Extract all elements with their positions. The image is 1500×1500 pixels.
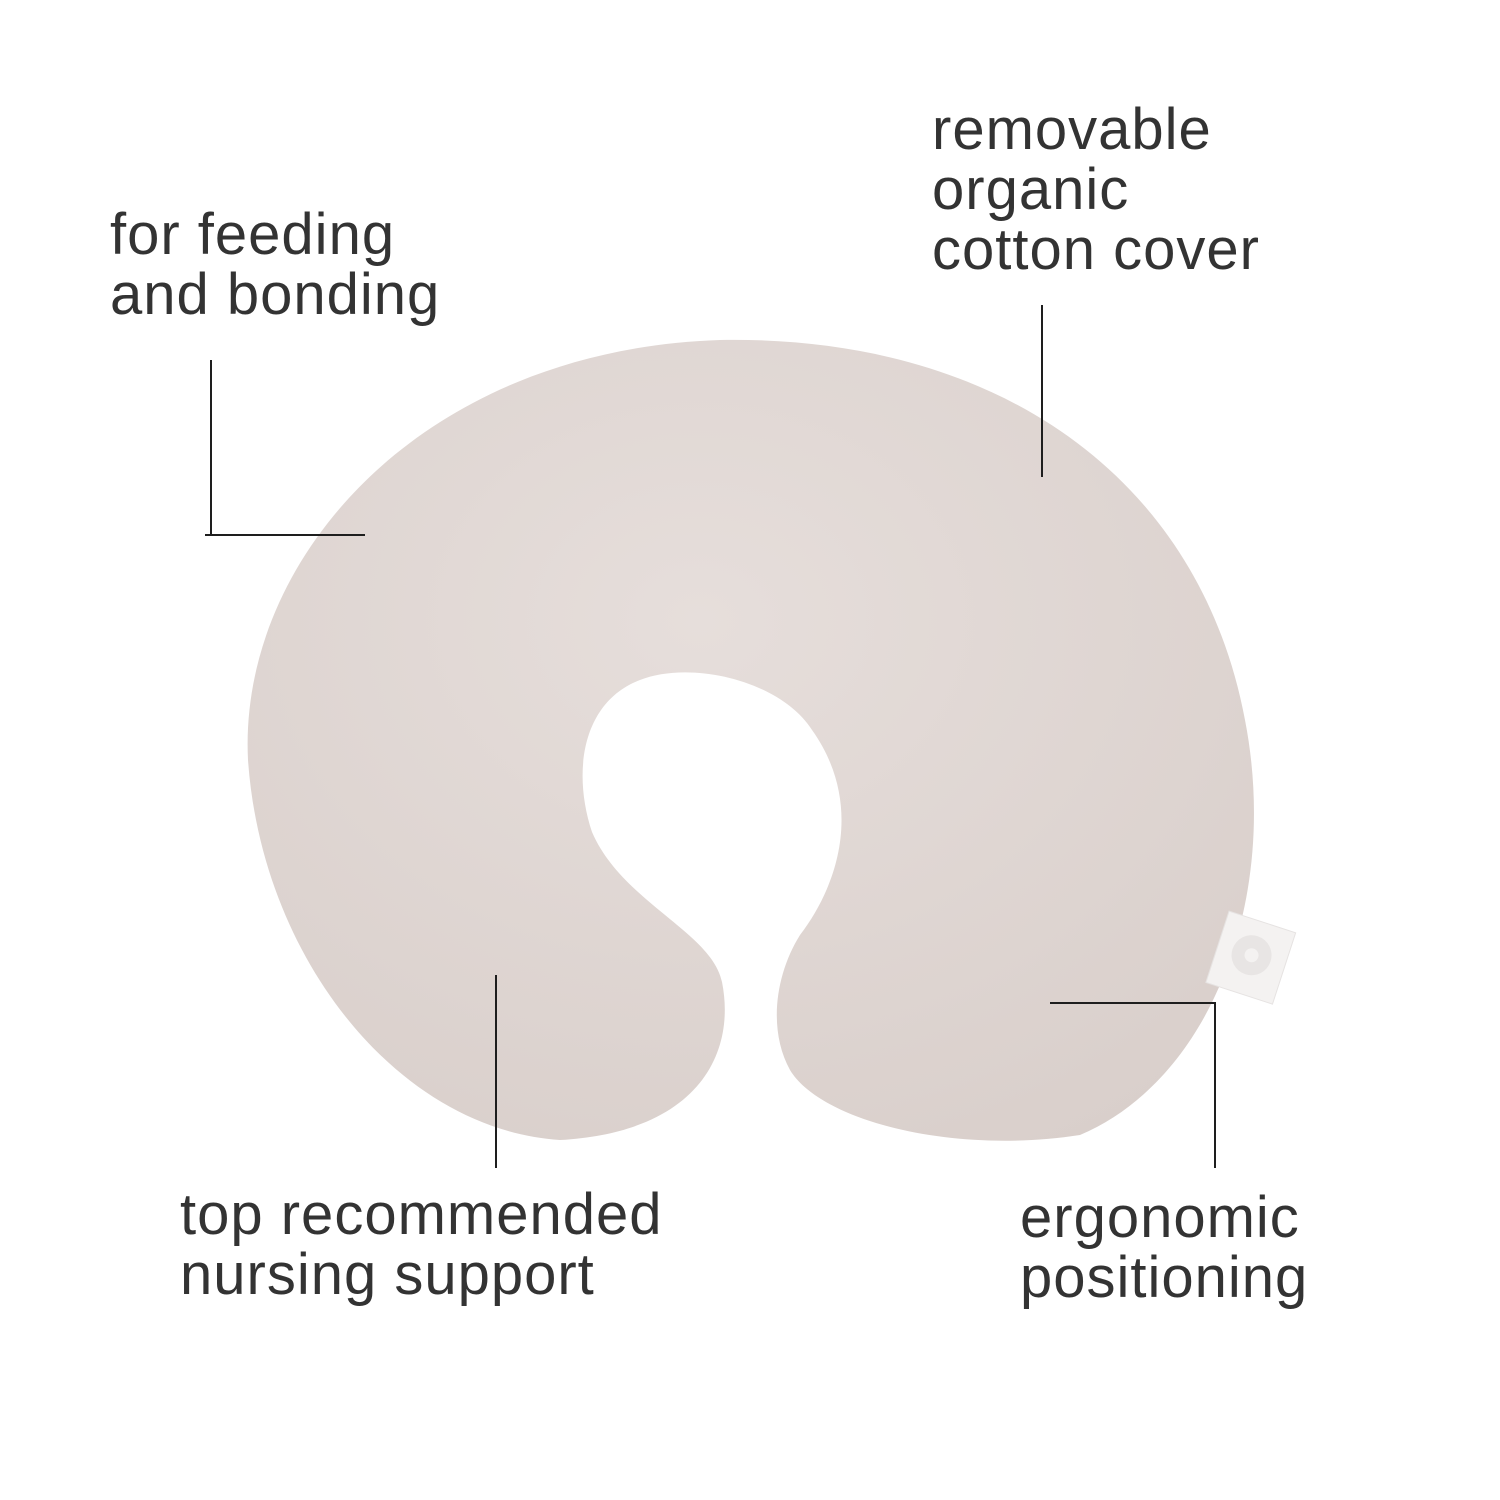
- callout-ergonomic: ergonomic positioning: [1020, 1188, 1308, 1308]
- leader-line: [1214, 1002, 1216, 1168]
- callout-text: cotton cover: [932, 217, 1260, 282]
- callout-feeding: for feeding and bonding: [110, 205, 440, 325]
- callout-nursing: top recommended nursing support: [180, 1185, 662, 1305]
- pillow-shape: [247, 339, 1254, 1141]
- callout-text: top recommended: [180, 1182, 663, 1247]
- callout-text: positioning: [1020, 1245, 1309, 1310]
- callout-text: nursing support: [180, 1242, 595, 1307]
- leader-line: [1050, 1002, 1216, 1004]
- callout-text: and bonding: [110, 262, 441, 327]
- leader-line: [495, 975, 497, 1168]
- leader-line: [1041, 305, 1043, 477]
- callout-text: for feeding: [110, 202, 396, 267]
- brand-tag-icon: [1205, 910, 1297, 1005]
- leader-line: [210, 360, 212, 536]
- callout-cover: removable organic cotton cover: [932, 100, 1260, 280]
- callout-text: removable: [932, 97, 1212, 162]
- callout-text: organic: [932, 157, 1130, 222]
- callout-text: ergonomic: [1020, 1185, 1300, 1250]
- leader-line: [205, 534, 365, 536]
